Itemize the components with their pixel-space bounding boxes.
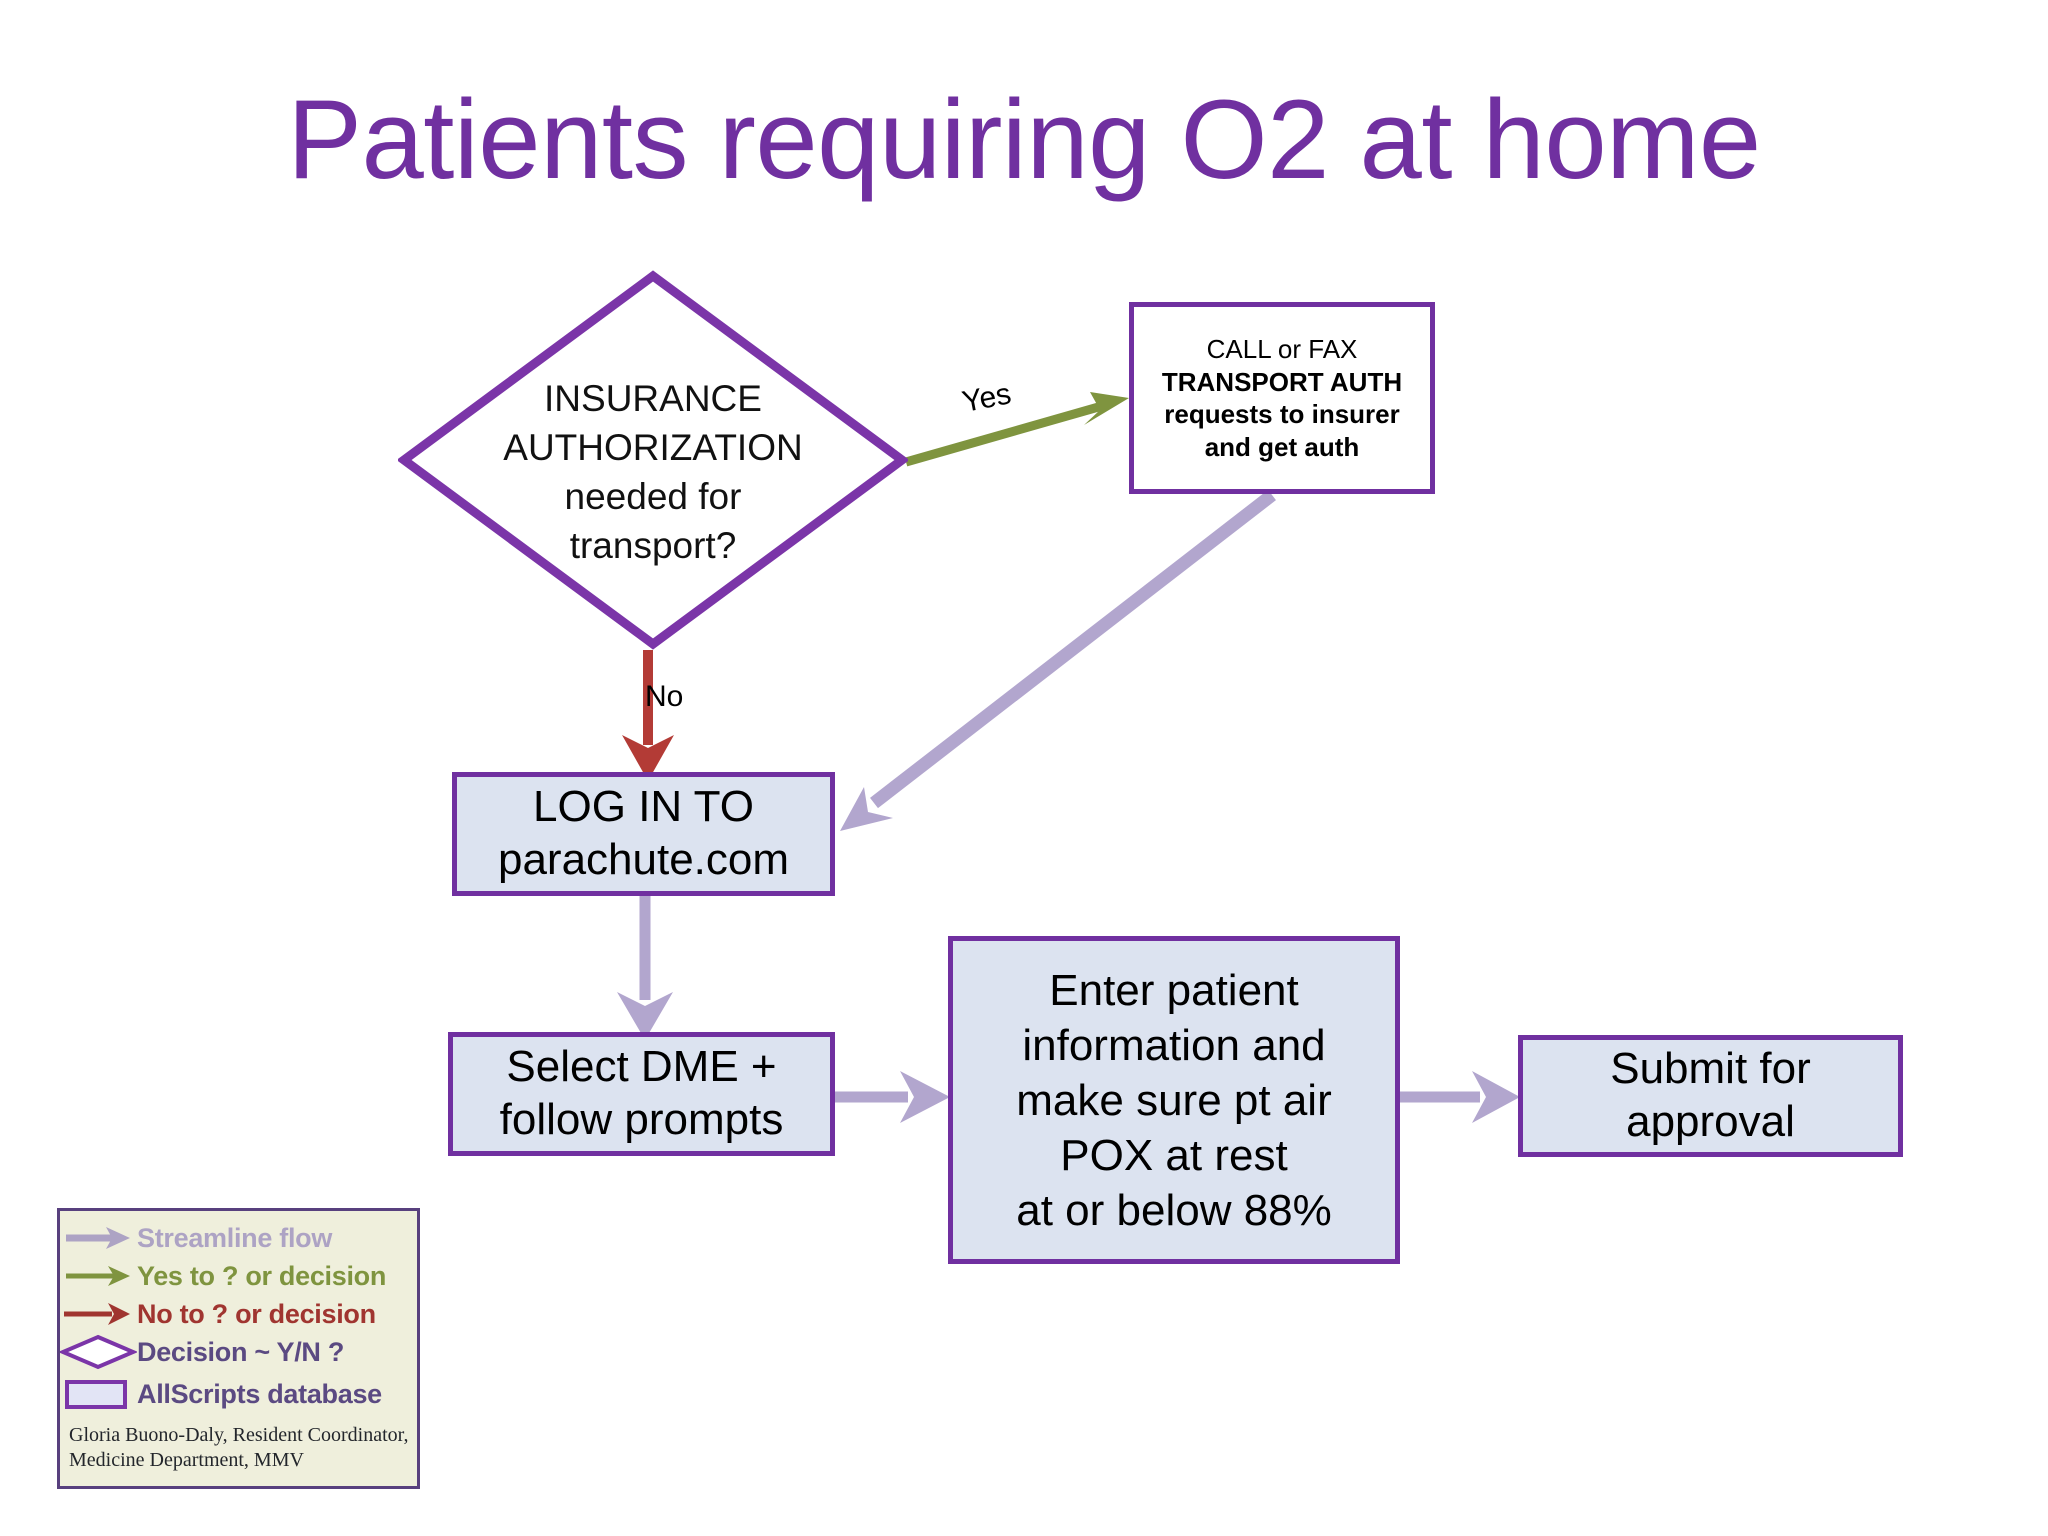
transport-auth-line-3: requests to insurer [1164,399,1400,429]
legend-label-yes-decision: Yes to ? or decision [137,1260,387,1291]
edge-label-no: No [645,680,684,713]
process-node-enter-patient-information[interactable]: Enter patient information and make sure … [948,936,1400,1264]
diamond-shape [398,270,908,650]
enter-patient-line-4: POX at rest [1060,1130,1288,1180]
legend-label-no-decision: No to ? or decision [137,1298,376,1329]
decision-line-2: AUTHORIZATION [503,427,803,469]
legend-item-decision-shape: Decision ~ Y/N ? [57,1332,345,1372]
legend-item-allscripts-database: AllScripts database [60,1374,382,1414]
legend-item-yes-decision: Yes to ? or decision [60,1256,386,1296]
legend-credit-text: Gloria Buono-Daly, Resident Coordinator,… [69,1424,409,1471]
arrow-streamline-icon [60,1219,137,1257]
edge-no-arrow [622,650,674,781]
process-node-log-in-to-parachute[interactable]: LOG IN TO parachute.com [452,772,835,896]
decision-node-insurance-authorization[interactable]: INSURANCE AUTHORIZATION needed for trans… [398,270,908,650]
transport-auth-line-1: CALL or FAX [1206,334,1358,364]
edge-label-yes: Yes [959,377,1014,420]
edge-yes-arrow [904,392,1129,467]
login-line-2: parachute.com [497,835,790,884]
process-node-submit-for-approval[interactable]: Submit for approval [1518,1035,1903,1157]
legend-label-streamline-flow: Streamline flow [137,1222,333,1253]
diamond-icon [57,1333,139,1371]
login-line-1: LOG IN TO [533,782,754,832]
submit-line-1: Submit for [1610,1044,1811,1094]
transport-auth-line-2: TRANSPORT AUTH [1161,366,1403,397]
edge-dme-to-enter-arrow [833,1071,950,1123]
legend-item-no-decision: No to ? or decision [60,1294,376,1334]
decision-line-4: transport? [569,524,737,566]
select-dme-line-1: Select DME + [506,1042,777,1092]
enter-patient-line-5: at or below 88% [1016,1185,1332,1235]
page-title: Patients requiring O2 at home [287,77,1761,202]
submit-line-2: approval [1626,1097,1795,1146]
enter-patient-line-1: Enter patient [1049,965,1299,1015]
arrow-no-icon [60,1295,137,1333]
transport-auth-line-4: and get auth [1204,431,1360,462]
decision-node-text: INSURANCE AUTHORIZATION needed for trans… [503,349,802,570]
rectangle-icon [60,1375,137,1413]
edge-login-to-dme-arrow [617,896,673,1040]
legend-label-allscripts-database: AllScripts database [137,1378,382,1409]
select-dme-line-2: follow prompts [499,1095,784,1144]
decision-line-3: needed for [564,476,742,517]
enter-patient-line-3: make sure pt air [1016,1075,1332,1125]
edge-enter-to-submit-arrow [1398,1071,1520,1123]
decision-line-1: INSURANCE [544,378,762,420]
arrow-yes-icon [60,1257,137,1295]
legend-panel: Streamline flow Yes to ? or decision No … [57,1208,420,1489]
process-node-transport-auth[interactable]: CALL or FAX TRANSPORT AUTH requests to i… [1129,302,1435,494]
enter-patient-line-2: information and [1022,1020,1326,1070]
legend-item-streamline-flow: Streamline flow [60,1218,332,1258]
legend-label-decision-shape: Decision ~ Y/N ? [137,1336,345,1367]
process-node-select-dme[interactable]: Select DME + follow prompts [448,1032,835,1156]
